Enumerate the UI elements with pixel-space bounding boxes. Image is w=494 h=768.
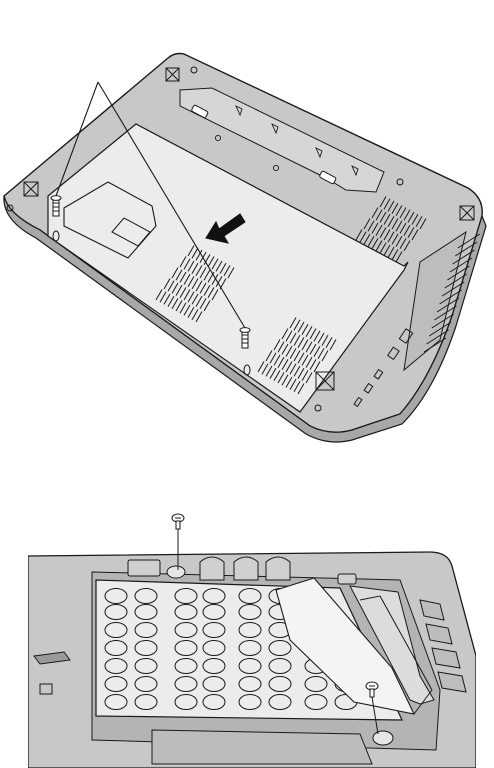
laptop-bottom-view: [4, 54, 486, 443]
cover-closeup-view: [28, 514, 476, 768]
screw-post: [167, 566, 185, 578]
screw-post: [373, 731, 393, 745]
bottom-strip: [152, 730, 372, 764]
